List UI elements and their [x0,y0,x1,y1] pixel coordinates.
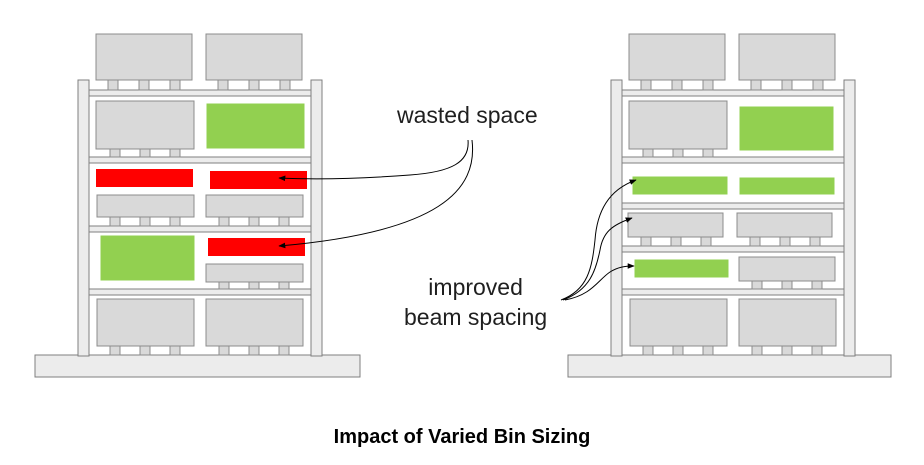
storage-bin [738,33,836,91]
storage-bin [628,100,728,158]
right-rack-beam [621,245,845,253]
right-rack-beam [621,89,845,97]
right-rack-beam [621,202,845,210]
storage-bin [738,298,837,356]
left-rack [34,33,361,378]
arrow-to-improved-shelf-3 [564,263,635,301]
arrow-to-wasted-space-1 [278,139,469,182]
storage-bin [738,256,836,290]
figure-caption: Impact of Varied Bin Sizing [333,426,591,448]
empty-bin-slot [206,103,305,149]
storage-bin [96,298,195,356]
empty-bin-slot [634,259,729,278]
storage-bin [628,33,726,91]
empty-bin-slot [632,176,728,195]
storage-bin [205,33,303,91]
storage-bin [96,194,195,227]
left-rack-post-left [77,79,90,357]
right-rack [567,33,892,378]
arrow-to-improved-shelf-1 [560,179,637,301]
left-rack-base [34,354,361,378]
left-rack-beam [88,225,312,233]
improved-label-line2: beam spacing [404,304,548,330]
wasted-space-marker [96,169,193,187]
empty-bin-slot [739,177,835,195]
right-rack-post-left [610,79,623,357]
arrow-to-wasted-space-2 [278,139,474,249]
right-rack-post-right [843,79,856,357]
right-rack-base [567,354,892,378]
improved-beam-spacing-label: improved beam spacing [404,272,547,332]
empty-bin-slot [739,106,834,151]
wasted-space-marker [210,171,307,189]
storage-bin [205,194,304,227]
left-rack-beam [88,89,312,97]
improved-spacing-arrows [560,179,637,301]
right-rack-beam [621,156,845,164]
wasted-space-arrows [278,139,474,249]
wasted-space-label: wasted space [397,102,538,128]
storage-bin [736,212,833,247]
storage-bin [205,298,304,356]
storage-bin [95,33,193,91]
right-rack-beam [621,288,845,296]
left-rack-beam [88,288,312,296]
empty-bin-slot [100,235,195,281]
left-rack-post-right [310,79,323,357]
storage-bin [205,263,304,290]
storage-bin [627,212,724,247]
arrow-to-improved-shelf-2 [562,217,633,301]
storage-bin [95,100,195,158]
wasted-space-marker [208,238,305,256]
improved-label-line1: improved [428,274,523,300]
left-rack-beam [88,156,312,164]
storage-bin [629,298,728,356]
